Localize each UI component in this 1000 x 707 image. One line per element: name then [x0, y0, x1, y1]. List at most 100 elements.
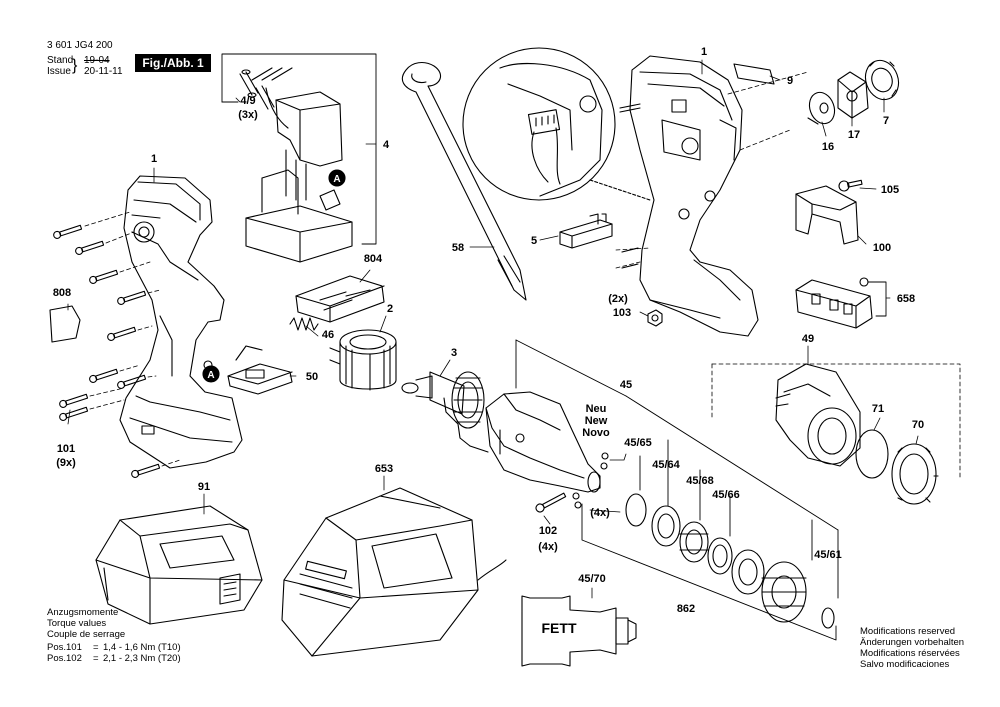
callout-rotor: 3 [451, 347, 457, 359]
callout-gear-kit: 862 [677, 603, 695, 615]
dashed-frame [711, 363, 961, 481]
callout-switch-cable-qty: (3x) [238, 109, 258, 121]
stand-label: Stand [47, 55, 74, 66]
housing-left-shape [119, 175, 243, 469]
torque-eq-101: = [93, 642, 99, 653]
snap-ring-shape [821, 607, 835, 629]
disc-shape [807, 91, 836, 125]
stator-shape [329, 329, 397, 391]
mod-es: Salvo modificaciones [860, 659, 950, 670]
front-cap-shape [775, 363, 861, 467]
callout-bearing-1: 45/64 [652, 459, 680, 471]
callout-cap-bumper: 70 [912, 419, 924, 431]
retaining-ring-shape [625, 493, 647, 527]
callout-motor-stator: 2 [387, 303, 393, 315]
mod-en: Modifications reserved [860, 626, 956, 637]
bearing-2-shape [679, 521, 709, 563]
gear-kit-bearing-shape [731, 549, 765, 595]
callout-connector-a-top: A [333, 174, 340, 185]
belt-hook-shape [401, 61, 527, 301]
callout-bit-holder: 658 [897, 293, 915, 305]
rotor-shape [401, 371, 489, 453]
nut-shape [647, 309, 663, 327]
callout-nut-qty: (2x) [608, 293, 628, 305]
gear-balls [572, 452, 609, 509]
detail-magnifier [462, 47, 651, 201]
callout-selector: 17 [848, 129, 860, 141]
callout-front-cap: 49 [802, 333, 814, 345]
callout-grease: 45/70 [578, 573, 606, 585]
callout-housing-screw: 101 [57, 443, 75, 455]
callout-new-en: New [585, 415, 608, 427]
torque-eq-102: = [93, 653, 99, 664]
torque-title-fr: Couple de serrage [47, 629, 126, 640]
callout-bearing-2: 45/68 [686, 475, 714, 487]
grease-label: FETT [541, 620, 577, 636]
stand-value: 19-04 [84, 55, 110, 66]
callout-new-pt: Novo [582, 427, 610, 439]
switch-module-shape [245, 67, 353, 263]
callout-housing-left: 1 [151, 153, 157, 165]
housing-right-shape [629, 55, 759, 337]
torque-pos-101: Pos.101 [47, 642, 82, 653]
callout-clip: 100 [873, 242, 891, 254]
callout-led-board: 50 [306, 371, 318, 383]
callout-new-de: Neu [586, 403, 607, 415]
callout-ball-qty: (4x) [590, 507, 610, 519]
callout-clip-screw: 105 [881, 184, 899, 196]
clip-screw-shape [838, 179, 863, 192]
callout-bracket-plate: 804 [364, 253, 383, 265]
connector-a-handle-marker [202, 365, 220, 383]
brace-mark: } [72, 57, 78, 74]
charger-shape [281, 487, 507, 657]
issue-value: 20-11-11 [84, 66, 123, 77]
selector-shape [837, 71, 869, 119]
housing-screws [53, 224, 161, 478]
callout-slide-switch: 5 [531, 235, 537, 247]
switch-cables [239, 69, 275, 110]
callout-housing-right: 1 [701, 46, 707, 58]
torque-title-en: Torque values [47, 618, 107, 629]
callout-cap-ring: 71 [872, 403, 884, 415]
battery-shape [95, 505, 263, 625]
led-board-shape [227, 345, 293, 395]
connector-a-top-marker [328, 169, 346, 187]
bit-holder-shape [795, 279, 873, 329]
bracket-plate-shape [295, 275, 385, 323]
callout-charger: 653 [375, 463, 393, 475]
issue-label: Issue [47, 66, 71, 77]
callout-connector-a-handle: A [207, 370, 214, 381]
callout-spring: 46 [322, 329, 334, 341]
selector-ring-shape [864, 59, 900, 101]
grease-tube-shape [521, 595, 637, 667]
callout-gear-screw-qty: (4x) [538, 541, 558, 553]
slide-switch-shape [559, 213, 613, 249]
torque-pos-102: Pos.102 [47, 653, 82, 664]
gear-screw-shape [535, 492, 567, 513]
anvil-shape [761, 561, 807, 623]
callout-snap-ring: 45/61 [814, 549, 842, 561]
washer-shape [707, 537, 733, 575]
clip-shape [795, 185, 859, 245]
cap-ring-shape [855, 429, 889, 479]
mod-fr: Modifications réservées [860, 648, 960, 659]
pins-right [619, 103, 641, 269]
callout-belt-hook: 58 [452, 242, 464, 254]
gear-housing-shape [485, 391, 601, 493]
callout-nameplate: 808 [53, 287, 71, 299]
callout-nut: 103 [613, 307, 631, 319]
torque-title-de: Anzugsmomente [47, 607, 119, 618]
callout-housing-screw-qty: (9x) [56, 457, 76, 469]
callout-retaining-ring: 45/65 [624, 437, 652, 449]
callout-disc: 16 [822, 141, 834, 153]
bearing-1-shape [651, 505, 681, 547]
bit-screw-shape [859, 277, 877, 287]
gear-group-brackets [515, 339, 839, 641]
callout-gear-housing: 45 [620, 379, 632, 391]
figure-label: Fig./Abb. 1 [135, 54, 211, 72]
nameplate-shape [49, 305, 81, 343]
callout-switch-module: 4 [383, 139, 390, 151]
cap-bumper-shape [891, 443, 939, 505]
